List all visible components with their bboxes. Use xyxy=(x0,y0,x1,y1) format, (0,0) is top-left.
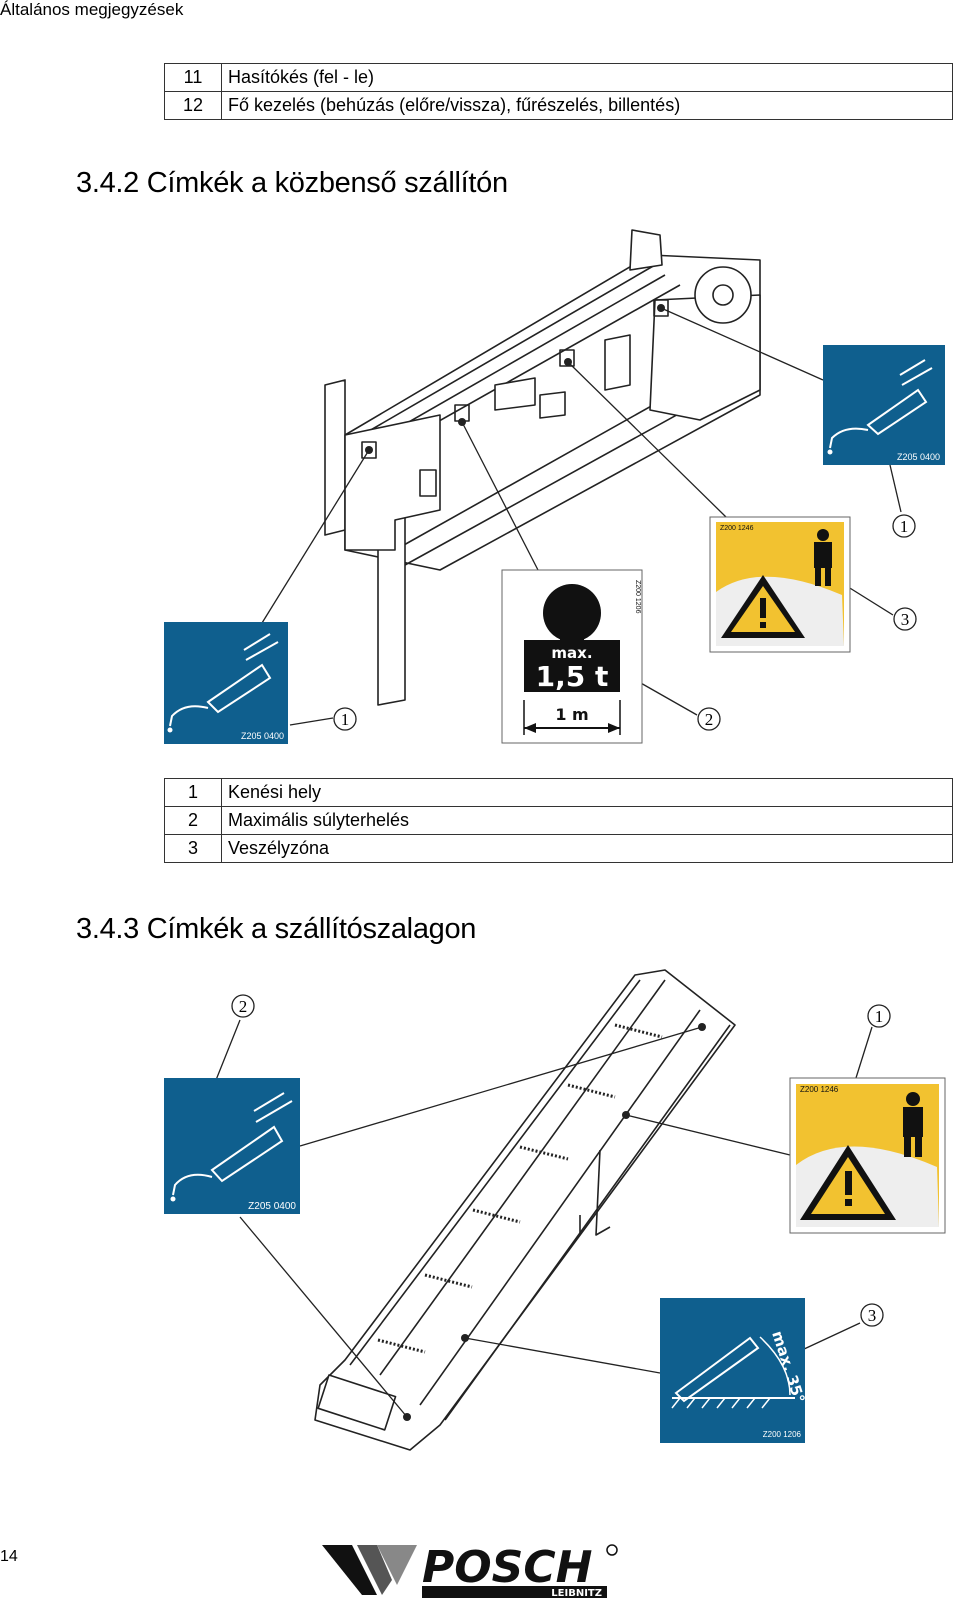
item-text: Kenési hely xyxy=(221,778,953,807)
svg-text:2: 2 xyxy=(239,997,248,1016)
label-code: Z200 1246 xyxy=(800,1085,839,1094)
table-row: 2 Maximális súlyterhelés xyxy=(164,806,953,835)
callout-1-top: 1 xyxy=(892,514,916,538)
label-code: Z200 1246 xyxy=(720,525,754,532)
item-text: Veszélyzóna xyxy=(221,834,953,863)
svg-text:3: 3 xyxy=(901,610,910,629)
callout-1: 1 xyxy=(867,1004,891,1028)
callout-3: 3 xyxy=(860,1303,884,1327)
svg-text:1: 1 xyxy=(900,517,909,536)
grease-label-1: Z205 0400 xyxy=(823,345,945,465)
page-number: 14 xyxy=(0,1548,18,1565)
section-title-intermediate-conveyor: 3.4.2 Címkék a közbenső szállítón xyxy=(76,167,508,199)
label-code: Z200 1206 xyxy=(634,580,641,614)
svg-text:3: 3 xyxy=(868,1306,877,1325)
max-load-label: max. 1,5 t 1 m Z200 1206 xyxy=(501,569,643,744)
table-row: 11 Hasítókés (fel - le) xyxy=(164,63,953,92)
label-code: Z205 0400 xyxy=(248,1201,296,1212)
item-number: 11 xyxy=(164,63,222,92)
danger-zone-label-conveyor: Z200 1246 xyxy=(789,1077,946,1234)
grease-label-conveyor: Z205 0400 xyxy=(164,1078,300,1214)
danger-zone-label-1: Z200 1246 xyxy=(709,516,851,653)
callout-2: 2 xyxy=(231,994,255,1018)
label-code: Z200 1206 xyxy=(763,1430,802,1439)
label-code: Z205 0400 xyxy=(897,452,940,462)
item-text: Hasítókés (fel - le) xyxy=(221,63,953,92)
item-text: Maximális súlyterhelés xyxy=(221,806,953,835)
weight-text: 1,5 t xyxy=(536,660,609,693)
posch-logo: POSCH LEIBNITZ xyxy=(322,1542,618,1599)
table-row: 3 Veszélyzóna xyxy=(164,834,953,863)
max-text: max. xyxy=(551,644,592,662)
distance-text: 1 m xyxy=(555,705,588,724)
item-text: Fő kezelés (behúzás (előre/vissza), fűré… xyxy=(221,91,953,120)
section-title-conveyor-belt: 3.4.3 Címkék a szállítószalagon xyxy=(76,913,477,945)
item-number: 12 xyxy=(164,91,222,120)
table-row: 1 Kenési hely xyxy=(164,778,953,807)
grease-label-2: Z205 0400 xyxy=(164,622,288,744)
intermediate-conveyor-figure: Z205 0400 Z200 1246 max. 1,5 t 1 m Z200 … xyxy=(164,229,945,744)
item-number: 1 xyxy=(164,778,222,807)
brand-name: POSCH xyxy=(422,1542,592,1593)
max-angle-label: max. 35° Z200 1206 xyxy=(660,1298,808,1443)
label-code: Z205 0400 xyxy=(241,731,284,741)
item-number: 2 xyxy=(164,806,222,835)
brand-sub: LEIBNITZ xyxy=(551,1588,602,1599)
legend-table-1: 11 Hasítókés (fel - le) 12 Fő kezelés (b… xyxy=(164,63,953,120)
table-row: 12 Fő kezelés (behúzás (előre/vissza), f… xyxy=(164,91,953,120)
svg-text:2: 2 xyxy=(705,710,714,729)
page-header: Általános megjegyzések xyxy=(0,0,184,19)
svg-text:1: 1 xyxy=(875,1007,884,1026)
callout-2: 2 xyxy=(697,707,721,731)
callout-3: 3 xyxy=(893,607,917,631)
legend-table-2: 1 Kenési hely 2 Maximális súlyterhelés 3… xyxy=(164,778,953,863)
conveyor-belt-figure: Z205 0400 Z200 1246 max. 35° Z200 xyxy=(164,969,946,1451)
item-number: 3 xyxy=(164,834,222,863)
svg-text:1: 1 xyxy=(341,710,350,729)
callout-1-bottom: 1 xyxy=(333,707,357,731)
